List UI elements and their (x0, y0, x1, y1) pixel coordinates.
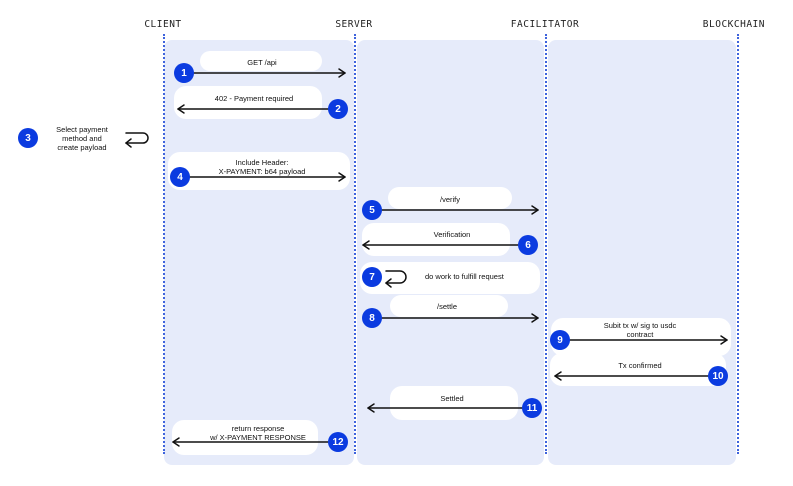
step-10-arrow (554, 371, 719, 381)
step-4-label: Include Header: X-PAYMENT: b64 payload (218, 158, 306, 176)
return-arrow-icon (385, 270, 407, 288)
step-1-badge: 1 (174, 63, 194, 83)
step-6-bubble (362, 223, 510, 256)
step-12-bubble (172, 420, 318, 455)
facilitator-lane (548, 40, 736, 465)
step-7-badge: 7 (362, 267, 382, 287)
step-2-badge: 2 (328, 99, 348, 119)
step-2-label: 402 - Payment required (214, 94, 294, 103)
step-5-label: /verify (439, 195, 461, 204)
step-1-label: GET /api (247, 58, 277, 67)
step-1-bubble (200, 51, 322, 71)
step-9-arrow (561, 335, 728, 345)
step-2-bubble (174, 86, 322, 119)
step-12-badge: 12 (328, 432, 348, 452)
blockchain-header: BLOCKCHAIN (702, 19, 765, 30)
step-3-bubble (16, 120, 150, 156)
step-5-arrow (371, 205, 539, 215)
facilitator-lifeline (545, 34, 547, 454)
step-11-bubble (390, 386, 518, 420)
step-3-badge: 3 (18, 128, 38, 148)
step-10-badge: 10 (708, 366, 728, 386)
step-6-badge: 6 (518, 235, 538, 255)
step-10-label: Tx confirmed (618, 361, 662, 370)
step-7-label: do work to fulfill request (425, 272, 504, 281)
step-12-label: return response w/ X-PAYMENT RESPONSE (210, 424, 306, 442)
step-1-arrow (184, 68, 346, 78)
facilitator-header: FACILITATOR (510, 19, 580, 30)
step-2-arrow (177, 104, 339, 114)
client-header: CLIENT (144, 19, 182, 30)
step-11-badge: 11 (522, 398, 542, 418)
step-10-bubble (550, 353, 726, 386)
step-5-badge: 5 (362, 200, 382, 220)
step-9-label: Subit tx w/ sig to usdc contract (603, 321, 677, 339)
step-6-label: Verification (433, 230, 471, 239)
step-12-arrow (172, 437, 339, 447)
step-11-arrow (367, 403, 533, 413)
step-9-bubble (551, 318, 731, 356)
step-8-arrow (371, 313, 539, 323)
client-lifeline (163, 34, 165, 454)
step-8-badge: 8 (362, 308, 382, 328)
step-5-bubble (388, 187, 512, 209)
blockchain-lifeline (737, 34, 739, 454)
step-3-label: Select payment method and create payload (56, 125, 108, 152)
step-8-bubble (390, 295, 508, 317)
step-4-arrow (184, 172, 346, 182)
return-arrow-icon (125, 132, 149, 148)
step-11-label: Settled (440, 394, 464, 403)
step-7-bubble (360, 262, 540, 294)
server-lifeline (354, 34, 356, 454)
step-4-bubble (168, 152, 350, 190)
step-9-badge: 9 (550, 330, 570, 350)
step-8-label: /settle (436, 302, 458, 311)
step-4-badge: 4 (170, 167, 190, 187)
server-header: SERVER (335, 19, 373, 30)
step-6-arrow (362, 240, 529, 250)
